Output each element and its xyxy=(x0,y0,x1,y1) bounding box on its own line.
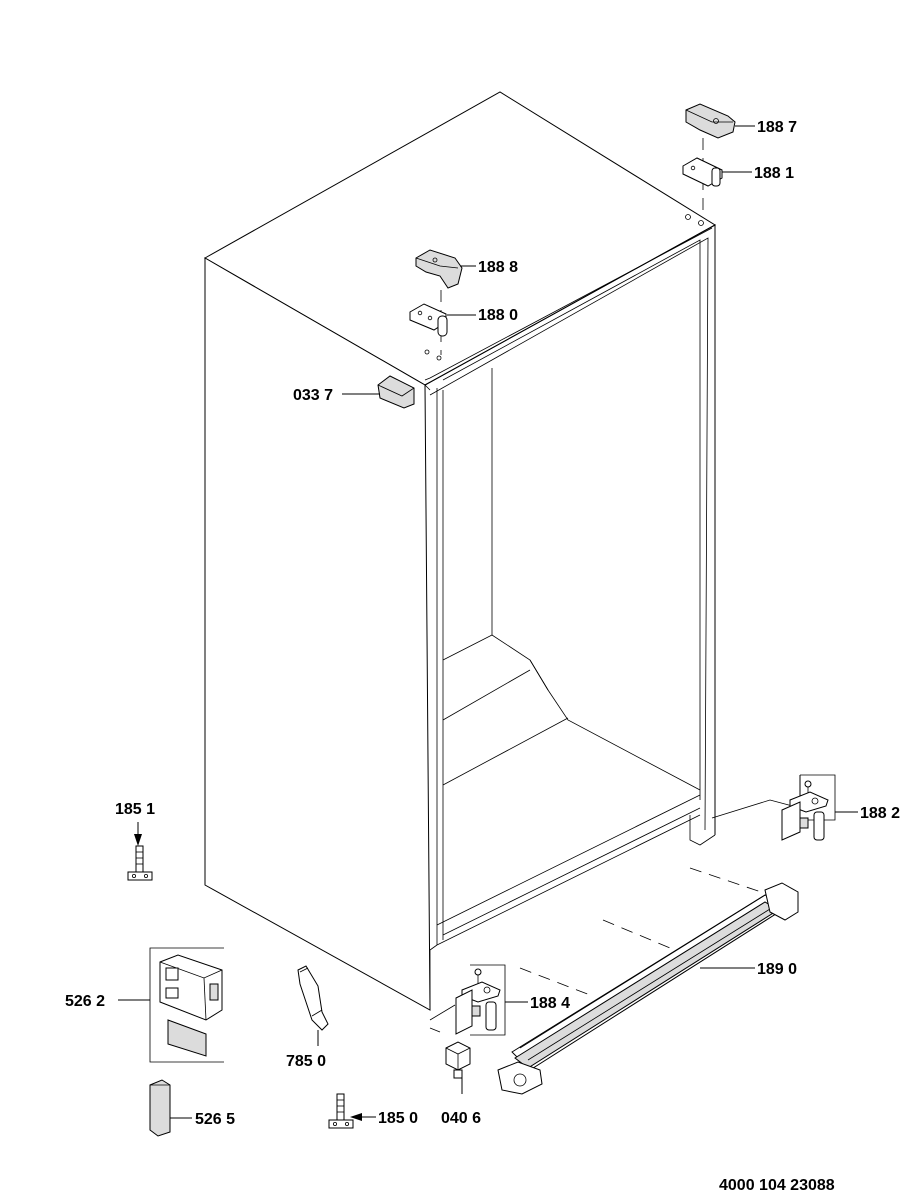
label-040-6: 040 6 xyxy=(441,1110,481,1127)
bottom-hinge-right xyxy=(711,774,836,841)
label-188-8: 188 8 xyxy=(478,259,518,276)
bottom-hinge-left xyxy=(429,964,506,1036)
label-526-2: 526 2 xyxy=(65,993,105,1010)
label-189-0: 189 0 xyxy=(757,961,797,978)
label-188-2: 188 2 xyxy=(860,805,900,822)
label-785-0: 785 0 xyxy=(286,1053,326,1070)
label-185-0: 185 0 xyxy=(378,1110,418,1127)
electrical-box xyxy=(149,947,224,1063)
top-hinge-bracket-left xyxy=(409,303,448,337)
label-526-5: 526 5 xyxy=(195,1111,235,1128)
kick-plate-grille xyxy=(497,867,799,1095)
label-185-1: 185 1 xyxy=(115,801,155,818)
box-cover xyxy=(149,1079,171,1137)
side-trim-piece xyxy=(377,375,415,409)
label-188-4: 188 4 xyxy=(530,995,570,1012)
label-188-7: 188 7 xyxy=(757,119,797,136)
top-hinge-cover-left xyxy=(415,249,463,355)
adjustable-foot-left xyxy=(127,822,153,881)
hinge-bushing xyxy=(445,1041,471,1079)
adjustable-foot-front xyxy=(328,1093,362,1129)
label-188-1: 188 1 xyxy=(754,165,794,182)
label-033-7: 033 7 xyxy=(293,387,333,404)
document-number: 4000 104 23088 xyxy=(719,1177,835,1194)
drain-hose xyxy=(297,965,329,1031)
cabinet-body xyxy=(203,91,716,1011)
top-hinge-bracket-right xyxy=(682,157,723,187)
label-188-0: 188 0 xyxy=(478,307,518,324)
